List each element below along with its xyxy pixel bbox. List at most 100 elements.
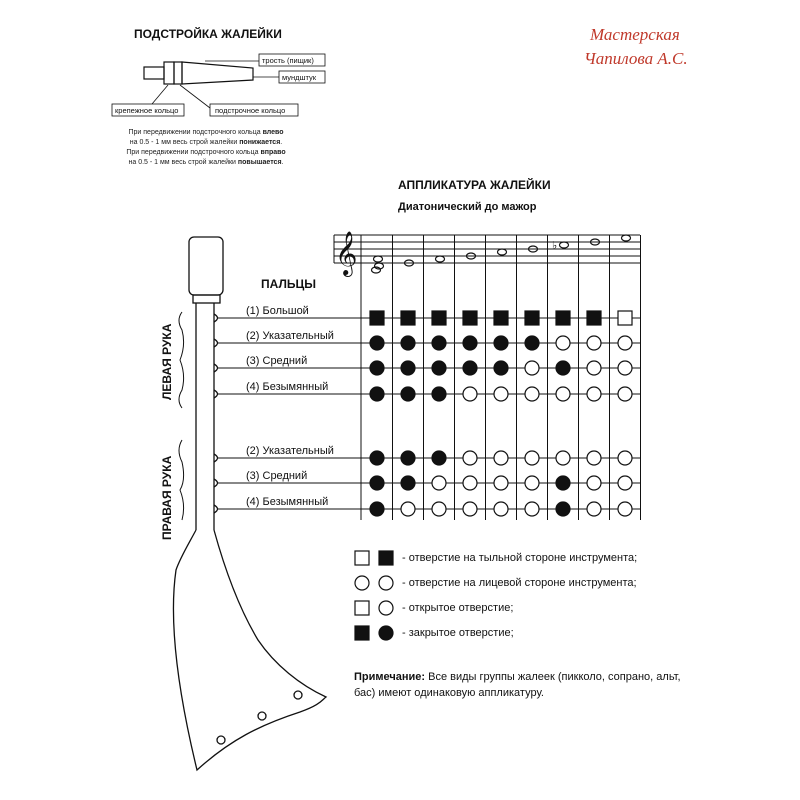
staff-note <box>373 262 385 270</box>
tuning-label-tuning-ring: подстрочное кольцо <box>209 103 299 117</box>
mouthpiece-label: мундштук <box>282 73 317 82</box>
treble-clef-icon: 𝄞 <box>335 232 357 277</box>
staff-note <box>558 241 570 249</box>
open-front-hole <box>617 386 633 402</box>
open-front-hole <box>586 450 602 466</box>
reed-label: трость (пищик) <box>262 56 314 65</box>
fixing-ring <box>163 61 175 85</box>
staff-note <box>434 255 446 263</box>
staff-note <box>372 255 384 263</box>
instrument-finger-hole <box>213 313 219 323</box>
closed-back-hole <box>400 310 416 326</box>
note-left-c: на 0.5 - 1 мм весь строй жалейки <box>129 139 240 146</box>
fingers-heading: ПАЛЬЦЫ <box>261 277 316 291</box>
zhaleika-instrument <box>172 236 328 772</box>
legend-square-icon <box>354 550 370 566</box>
fingering-subtitle: Диатонический до мажор <box>398 201 537 213</box>
staff-note <box>527 245 539 253</box>
open-front-hole <box>493 450 509 466</box>
open-front-hole <box>617 475 633 491</box>
note-left-a: При передвижении подстрочного кольца <box>128 129 263 136</box>
finger-row-label: (1) Большой <box>246 305 309 317</box>
closed-back-hole <box>462 310 478 326</box>
flat-sign-icon: ♭ <box>552 240 557 252</box>
instrument-finger-hole <box>213 504 219 514</box>
instrument-finger-hole <box>213 453 219 463</box>
closed-front-hole <box>369 501 385 517</box>
left-hand-label: ЛЕВАЯ РУКА <box>160 323 174 400</box>
open-front-hole <box>555 386 571 402</box>
legend-circle-icon <box>378 575 394 591</box>
closed-front-hole <box>431 450 447 466</box>
tuning-diagram <box>143 60 279 109</box>
open-front-hole <box>400 501 416 517</box>
legend-square-icon <box>354 600 370 616</box>
closed-front-hole <box>524 335 540 351</box>
staff-notes <box>370 234 632 274</box>
closed-front-hole <box>400 386 416 402</box>
finger-row-label: (2) Указательный <box>246 330 334 342</box>
open-front-hole <box>586 360 602 376</box>
tuning-label-reed: трость (пищик) <box>258 53 326 67</box>
closed-front-hole <box>369 450 385 466</box>
legend-shapes <box>354 550 394 641</box>
open-front-hole <box>431 475 447 491</box>
tuning-label-fixing-ring: крепежное кольцо <box>111 103 185 117</box>
closed-front-hole <box>400 335 416 351</box>
staff-note <box>496 248 508 256</box>
tuning-ring-pointer <box>179 84 211 109</box>
bell-hole <box>216 735 226 745</box>
finger-row-label: (3) Средний <box>246 355 307 367</box>
open-front-hole <box>555 450 571 466</box>
instrument-ring <box>192 294 221 304</box>
open-front-hole <box>617 335 633 351</box>
left-hand-brace <box>178 311 185 409</box>
legend-text-front-hole: - отверстие на лицевой стороне инструмен… <box>402 577 637 589</box>
bell-hole <box>257 711 267 721</box>
open-front-hole <box>555 335 571 351</box>
remark-text: Все виды группы жалеек (пикколо, сопрано… <box>354 671 681 699</box>
closed-front-hole <box>400 360 416 376</box>
closed-front-hole <box>555 360 571 376</box>
staff-note <box>370 266 382 274</box>
closed-back-hole <box>493 310 509 326</box>
fixing-ring-label: крепежное кольцо <box>115 106 178 115</box>
closed-front-hole <box>400 475 416 491</box>
note-right-c: на 0.5 - 1 мм весь строй жалейки <box>128 159 238 166</box>
note-left-d: понижается <box>239 139 281 146</box>
legend-circle-icon <box>354 575 370 591</box>
note-right-b: вправо <box>260 149 286 156</box>
closed-front-hole <box>493 335 509 351</box>
closed-front-hole <box>431 335 447 351</box>
legend-square-icon <box>378 550 394 566</box>
legend-square-icon <box>354 625 370 641</box>
bell-hole <box>293 690 303 700</box>
open-front-hole <box>524 475 540 491</box>
open-front-hole <box>586 475 602 491</box>
signature-line-1: Мастерская <box>589 25 680 44</box>
open-front-hole <box>617 450 633 466</box>
hole-marks <box>369 310 633 517</box>
open-front-hole <box>524 450 540 466</box>
tuning-note-right: При передвижении подстрочного кольца впр… <box>126 149 286 166</box>
closed-front-hole <box>555 501 571 517</box>
closed-back-hole <box>431 310 447 326</box>
instrument-body <box>195 303 215 530</box>
open-front-hole <box>524 386 540 402</box>
legend-text-back-hole: - отверстие на тыльной стороне инструмен… <box>402 552 638 564</box>
open-front-hole <box>524 360 540 376</box>
remark: Примечание: Все виды группы жалеек (пикк… <box>354 669 694 701</box>
closed-back-hole <box>524 310 540 326</box>
legend-circle-icon <box>378 625 394 641</box>
signature-line-2: Чапилова А.С. <box>584 49 688 68</box>
tuning-note: При передвижении подстрочного кольца вле… <box>86 128 326 168</box>
fingering-title: АППЛИКАТУРА ЖАЛЕЙКИ <box>398 177 551 192</box>
closed-back-hole <box>586 310 602 326</box>
legend-text-closed-hole: - закрытое отверстие; <box>402 627 514 639</box>
right-hand-label: ПРАВАЯ РУКА <box>160 455 174 540</box>
remark-label: Примечание: <box>354 671 426 683</box>
closed-front-hole <box>462 335 478 351</box>
closed-back-hole <box>555 310 571 326</box>
staff-note <box>403 259 415 267</box>
open-front-hole <box>524 501 540 517</box>
